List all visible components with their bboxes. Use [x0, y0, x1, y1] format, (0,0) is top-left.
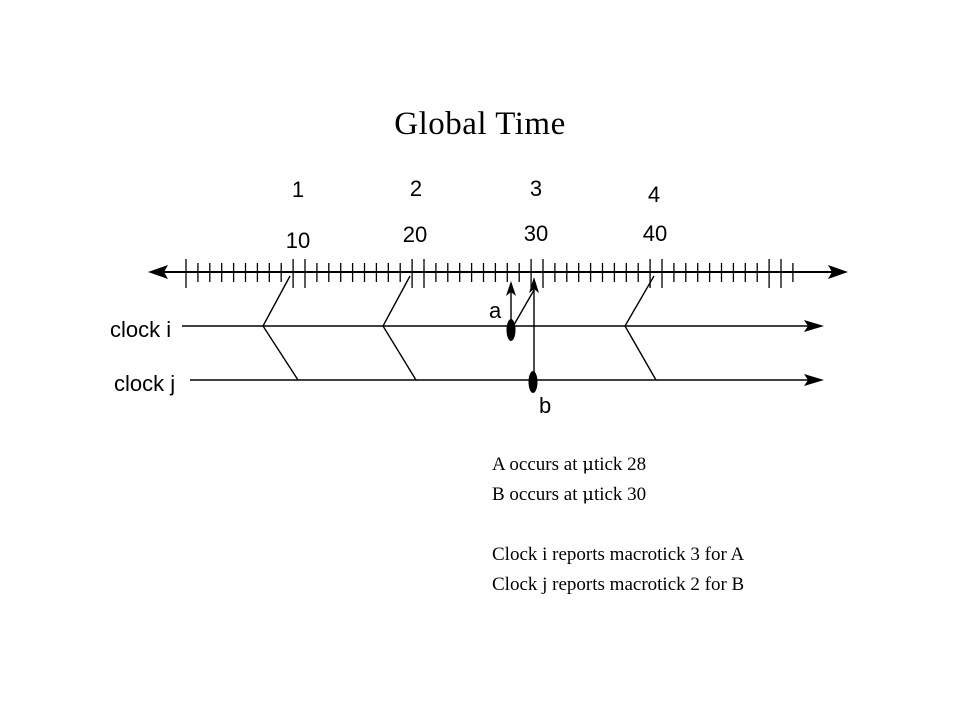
microtick-value-label: 10 [286, 228, 310, 253]
event-a-link-line [510, 289, 535, 331]
event-a-marker: a [489, 281, 535, 341]
explanation-notes: A occurs at μtick 28 B occurs at μtick 3… [492, 450, 744, 600]
clock-j-label: clock j [114, 371, 175, 396]
mu-symbol: μ [582, 454, 594, 475]
note-clock-j-report: Clock j reports macrotick 2 for B [492, 574, 745, 595]
clock-j-arrowhead [804, 374, 824, 386]
mu-symbol: μ [582, 484, 594, 505]
event-b-marker: b [528, 277, 551, 418]
note-event-b: B occurs at μtick 30 [492, 480, 744, 510]
note-clock-i-report: Clock i reports macrotick 3 for A [492, 544, 745, 565]
event-b-arrowhead [529, 277, 539, 293]
page-title: Global Time [394, 106, 566, 142]
event-a-arrowhead [506, 281, 516, 296]
event-a-label: a [489, 298, 502, 323]
macrotick-labels: 1 2 3 4 10 20 30 40 [286, 176, 667, 253]
chevron-macrotick-1 [262, 275, 299, 381]
note-a-suffix: tick 28 [593, 454, 647, 475]
clock-i-label: clock i [110, 317, 171, 342]
axis-left-arrowhead [148, 265, 168, 279]
event-b-label: b [539, 393, 551, 418]
note-event-a: A occurs at μtick 28 [492, 450, 744, 480]
note-b-prefix: B occurs at [492, 484, 583, 505]
clock-i-arrowhead [804, 320, 824, 332]
note-a-prefix: A occurs at [492, 454, 583, 475]
microtick-value-label: 20 [403, 222, 427, 247]
axis-right-arrowhead [828, 265, 848, 279]
event-b-dot [528, 371, 538, 393]
note-b-suffix: tick 30 [593, 484, 647, 505]
chevron-macrotick-2 [382, 275, 417, 381]
macrotick-chevrons [262, 275, 657, 381]
microtick-value-label: 40 [643, 221, 667, 246]
microtick-value-label: 30 [524, 221, 548, 246]
microtick-marks [185, 259, 794, 288]
macrotick-index-label: 4 [648, 182, 660, 207]
macrotick-index-label: 3 [530, 176, 542, 201]
note-spacer [492, 510, 744, 540]
macrotick-index-label: 1 [292, 177, 304, 202]
macrotick-index-label: 2 [410, 176, 422, 201]
chevron-macrotick-4 [624, 275, 657, 381]
